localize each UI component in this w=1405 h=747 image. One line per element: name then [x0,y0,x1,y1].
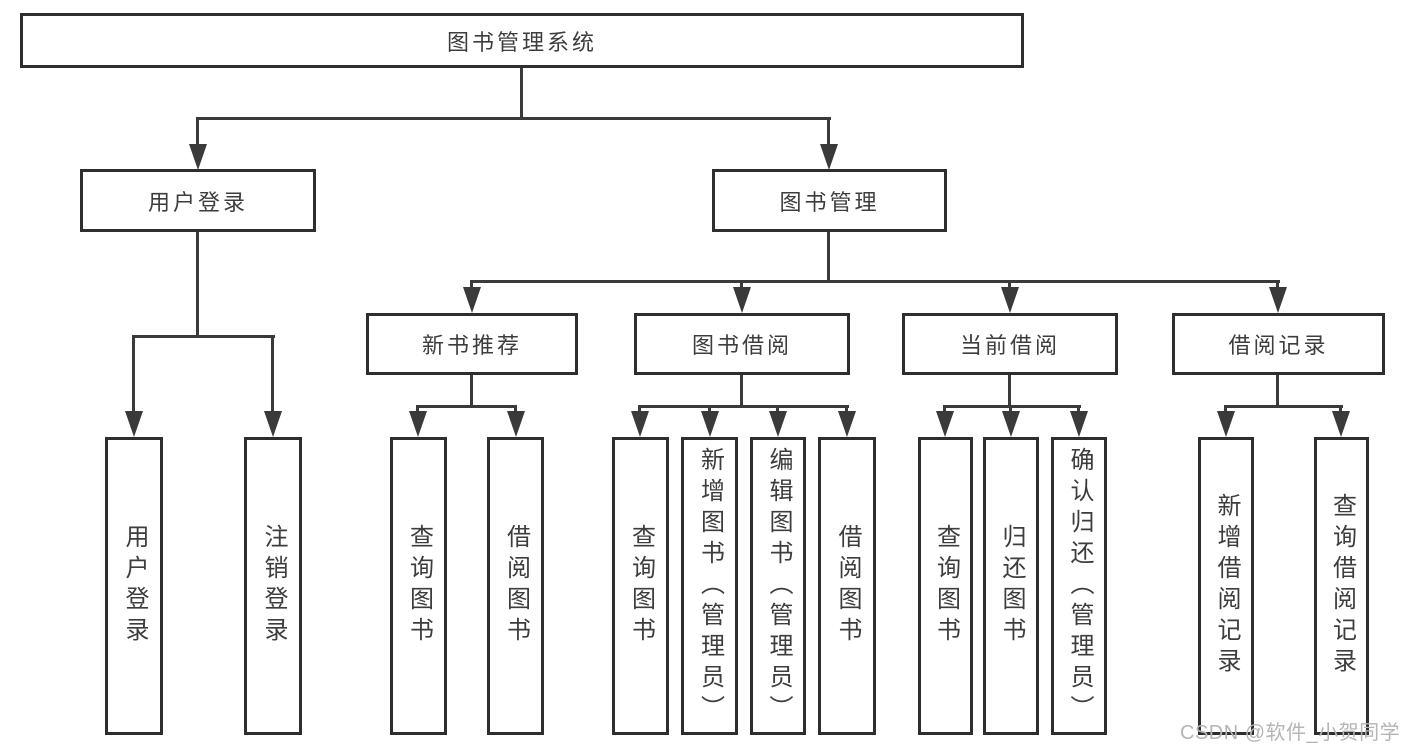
arrowhead [507,411,525,437]
connector-vline [1276,375,1279,407]
arrowhead [1070,411,1088,437]
csdn-watermark: CSDN @软件_小贺同学 [1180,722,1401,744]
connector-vline [827,232,830,282]
node-book-borrow: 图书借阅 [634,313,850,375]
connector-hline [638,405,849,408]
arrowhead [125,411,143,437]
arrowhead [820,144,838,170]
arrowhead [631,411,649,437]
connector-vline [271,335,274,413]
connector-vline [708,405,711,414]
connector-hline [132,335,275,338]
arrowhead [1002,411,1020,437]
arrowhead [701,411,719,437]
connector-vline [1224,405,1227,414]
arrowhead [264,411,282,437]
connector-hline [470,280,1280,283]
arrowhead [769,411,787,437]
node-book-management: 图书管理 [712,169,947,232]
connector-vline [1008,375,1011,407]
connector-vline [1009,405,1012,414]
leaf-query-borrow-record: 查询借阅记录 [1314,437,1369,735]
leaf-return-books: 归还图书 [983,437,1039,735]
connector-vline [638,405,641,414]
connector-vline [196,232,199,335]
connector-vline [740,375,743,407]
node-current-borrow: 当前借阅 [902,313,1118,375]
leaf-add-borrow-record: 新增借阅记录 [1198,437,1254,735]
connector-vline [514,405,517,414]
connector-hline [196,117,831,120]
leaf-add-books-admin: 新增图书（管理员） [681,437,738,735]
leaf-edit-books-admin: 编辑图书（管理员） [750,437,806,735]
connector-hline [1224,405,1343,408]
arrowhead [733,287,751,313]
connector-vline [132,335,135,413]
connector-vline [740,280,743,291]
connector-vline [1008,280,1011,291]
arrowhead [463,287,481,313]
connector-vline [1339,405,1342,414]
leaf-user-login: 用户登录 [105,437,163,735]
node-root: 图书管理系统 [20,13,1024,68]
leaf-logout: 注销登录 [244,437,302,735]
connector-vline [827,117,830,146]
arrowhead [1001,287,1019,313]
arrowhead [838,411,856,437]
leaf-borrow-books-recommend: 借阅图书 [487,437,544,735]
connector-vline [1077,405,1080,414]
connector-vline [1276,280,1279,291]
leaf-borrow-books: 借阅图书 [818,437,876,735]
arrowhead [189,144,207,170]
arrowhead [936,411,954,437]
node-new-book-recommend: 新书推荐 [366,313,578,375]
arrowhead [1269,287,1287,313]
arrowhead [409,411,427,437]
leaf-confirm-return-admin: 确认归还（管理员） [1051,437,1107,735]
connector-vline [196,117,199,146]
connector-hline [416,405,517,408]
arrowhead [1332,411,1350,437]
connector-vline [943,405,946,414]
connector-vline [520,68,523,117]
connector-vline [470,280,473,291]
node-user-login: 用户登录 [80,169,316,232]
leaf-query-books-recommend: 查询图书 [390,437,447,735]
connector-vline [845,405,848,414]
connector-hline [943,405,1081,408]
node-borrow-records: 借阅记录 [1172,313,1385,375]
connector-vline [416,405,419,414]
leaf-query-books-borrow: 查询图书 [612,437,669,735]
connector-vline [776,405,779,414]
leaf-query-books-current: 查询图书 [918,437,973,735]
connector-vline [470,375,473,407]
arrowhead [1217,411,1235,437]
